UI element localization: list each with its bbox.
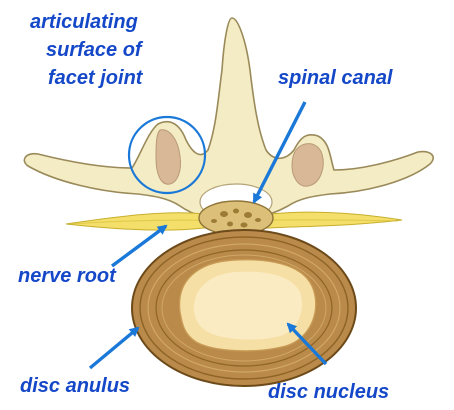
arrow-disc-anulus	[90, 328, 138, 368]
label-facet-line2: surface of	[46, 39, 144, 61]
label-nerve-root: nerve root	[18, 265, 117, 287]
label-facet-line1: articulating	[30, 11, 138, 33]
label-spinal-canal: spinal canal	[278, 67, 393, 89]
label-disc-nucleus: disc nucleus	[268, 381, 389, 403]
label-disc-anulus: disc anulus	[20, 375, 130, 397]
label-facet-line3: facet joint	[48, 67, 144, 89]
right-facet-surface	[292, 144, 323, 187]
